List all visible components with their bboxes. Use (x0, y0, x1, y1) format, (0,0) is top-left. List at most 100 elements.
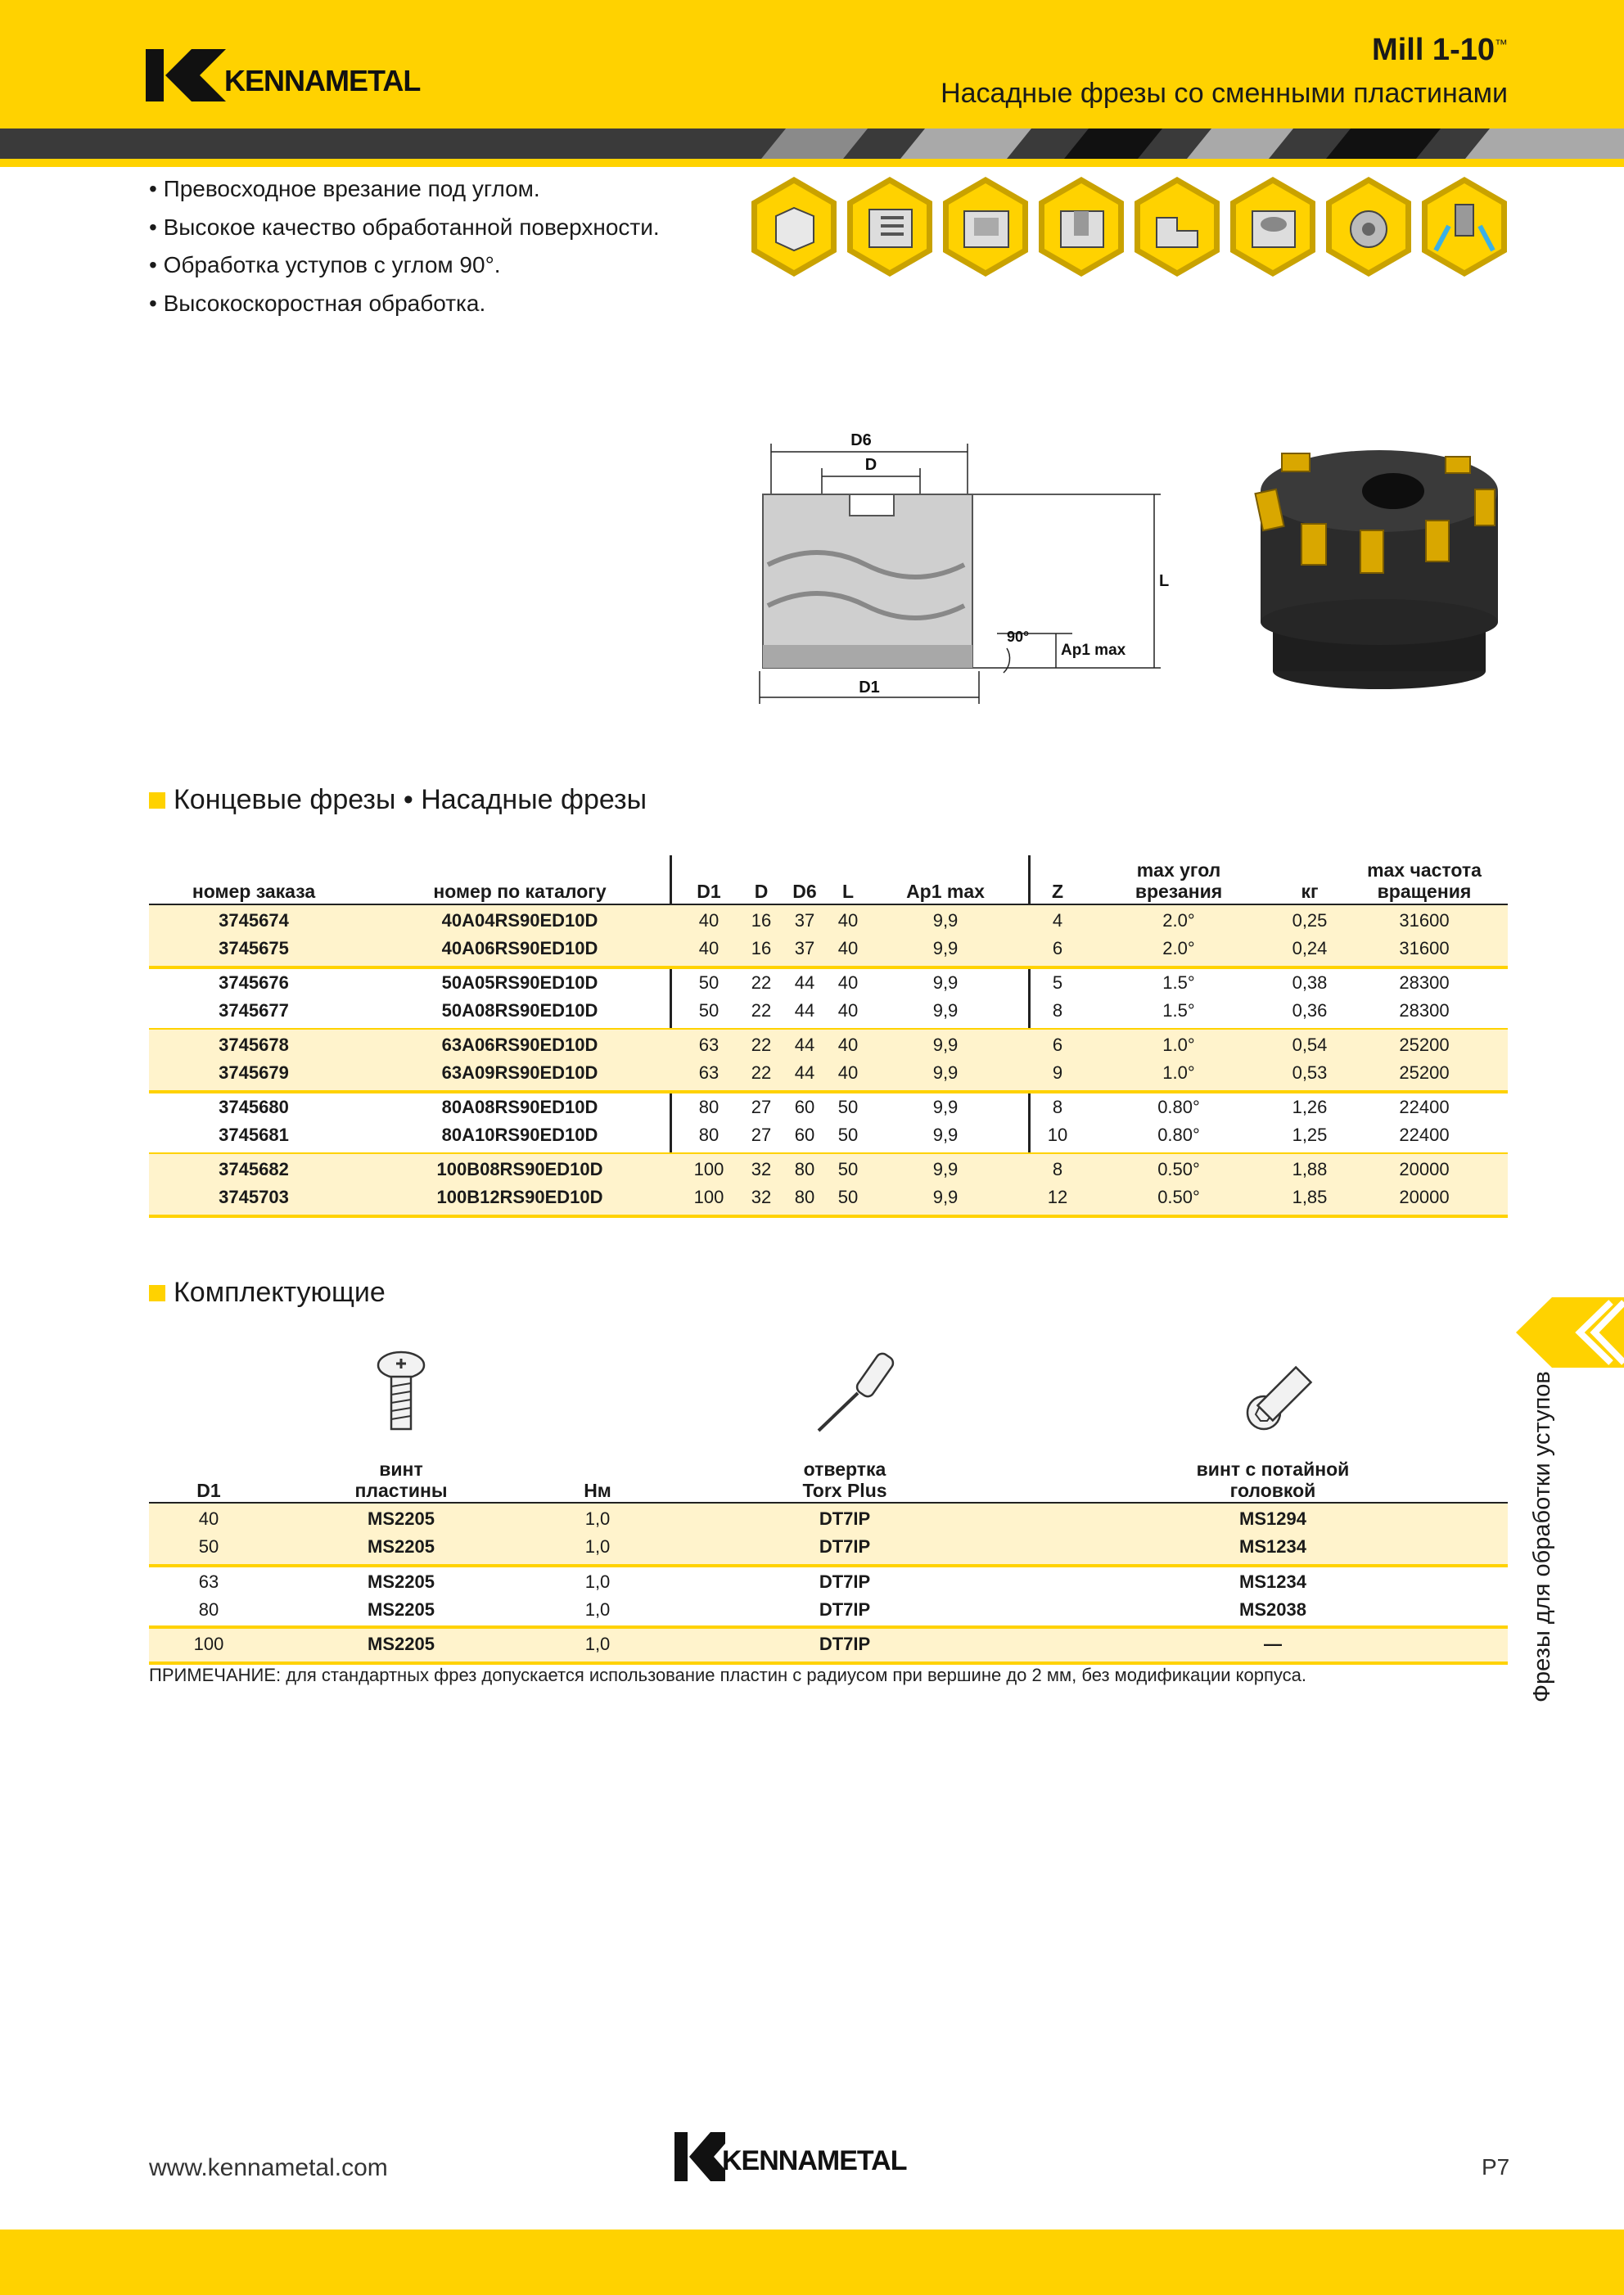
table-cell: 0,24 (1292, 938, 1328, 958)
face-milling-icon (751, 177, 837, 277)
acc-table-cell: 80 (198, 1599, 219, 1620)
header-bar (0, 0, 1624, 129)
acc-table-cell: MS1234 (1239, 1571, 1306, 1592)
acc-table-header-rule (149, 1502, 1508, 1504)
table-cell: 22 (751, 972, 772, 993)
table-cell: 1.0° (1162, 1062, 1195, 1083)
table-cell: 50 (837, 1125, 859, 1145)
table-cell: 9,9 (932, 972, 959, 993)
col-ramp-line1: max угол (1136, 859, 1221, 881)
table-cell: 80 (794, 1187, 815, 1207)
section-marker (149, 1284, 165, 1301)
table-cell: 40 (837, 1062, 859, 1083)
col-z: Z (1051, 881, 1064, 902)
table-cell: 22400 (1399, 1097, 1450, 1117)
footer-bar (0, 2230, 1624, 2295)
page-number: P7 (1482, 2154, 1510, 2180)
helical-interpolation-icon (847, 177, 932, 277)
stripe-pattern (761, 129, 1624, 159)
table-cell: 100B08RS90ED10D (436, 1159, 603, 1179)
acc-table-cell: DT7IP (819, 1571, 871, 1592)
technical-drawing: D6 D L 90° Ap1 max D1 (751, 426, 1177, 708)
col-kg: кг (1301, 881, 1319, 902)
table-cell: 3745682 (219, 1159, 289, 1179)
feature-bullet-2: • Высокое качество обработанной поверхно… (149, 214, 660, 240)
col-ramp-line2: врезания (1135, 881, 1223, 902)
acc-table-cell: MS2038 (1239, 1599, 1306, 1620)
table-cell: 40 (837, 1035, 859, 1055)
table-row-band (149, 905, 1508, 966)
table-cell: 80 (698, 1125, 720, 1145)
application-icons (751, 177, 1513, 281)
acc-group-rule (149, 1564, 1508, 1567)
table-cell: 22 (751, 1062, 772, 1083)
col-rpm-line1: max частота (1367, 859, 1482, 881)
table-cell: 6 (1052, 938, 1063, 958)
table-cell: 20000 (1399, 1187, 1450, 1207)
cap-screw-icon (1241, 1349, 1333, 1438)
section-title-accessories: Комплектующие (149, 1277, 386, 1309)
table-cell: 1.5° (1162, 1000, 1195, 1021)
brand-logo[interactable]: KENNAMETAL (146, 49, 421, 106)
table-cell: 80A10RS90ED10D (441, 1125, 598, 1145)
table-cell: 40A04RS90ED10D (441, 910, 598, 931)
table-cell: 40 (837, 1000, 859, 1021)
table-cell: 0,53 (1292, 1062, 1328, 1083)
table-cell: 16 (751, 910, 772, 931)
table-cell: 3745674 (219, 910, 289, 931)
table-cell: 2.0° (1162, 910, 1195, 931)
table-cell: 9,9 (932, 910, 959, 931)
drawing-label-d1: D1 (859, 679, 880, 697)
side-tab[interactable] (1516, 1297, 1624, 1368)
ramping-icon (1230, 177, 1315, 277)
table-cell: 0.80° (1157, 1125, 1200, 1145)
table-cell: 3745675 (219, 938, 289, 958)
table-cell: 63 (698, 1062, 720, 1083)
table-cell: 8 (1052, 1097, 1063, 1117)
acc-table-cell: MS2205 (368, 1571, 435, 1592)
col-catalog: номер по каталогу (433, 881, 607, 902)
acc-table-cell: MS2205 (368, 1634, 435, 1654)
table-cell: 32 (751, 1187, 772, 1207)
table-cell: 44 (794, 1035, 815, 1055)
table-cell: 20000 (1399, 1159, 1450, 1179)
table-cell: 1,85 (1292, 1187, 1328, 1207)
section-title-text: Комплектующие (174, 1277, 386, 1308)
table-header-rule (149, 904, 1508, 906)
table-cell: 32 (751, 1159, 772, 1179)
table-cell: 50 (698, 972, 720, 993)
table-cell: 4 (1052, 910, 1063, 931)
table-cell: 27 (751, 1125, 772, 1145)
page-subtitle: Насадные фрезы со сменными пластинами (941, 78, 1508, 109)
acc-table-cell: 1,0 (584, 1599, 611, 1620)
product-photo (1244, 434, 1514, 700)
brand-name: KENNAMETAL (224, 64, 421, 97)
acc-col-driver-line1: отвертка (803, 1459, 886, 1480)
footer-url[interactable]: www.kennametal.com (149, 2154, 388, 2181)
table-cell: 0.50° (1157, 1187, 1200, 1207)
drawing-label-angle: 90° (1007, 629, 1029, 645)
table-cell: 44 (794, 972, 815, 993)
table-cell: 9,9 (932, 1125, 959, 1145)
table-cell: 63 (698, 1035, 720, 1055)
slotting-icon (1039, 177, 1124, 277)
table-cell: 3745703 (219, 1187, 289, 1207)
table-cell: 1,88 (1292, 1159, 1328, 1179)
table-cell: 3745679 (219, 1062, 289, 1083)
section-title-text: Концевые фрезы • Насадные фрезы (174, 784, 647, 815)
table-cell: 8 (1052, 1159, 1063, 1179)
footer-logo[interactable]: KENNAMETAL (674, 2132, 907, 2185)
section-title-cutters: Концевые фрезы • Насадные фрезы (149, 784, 647, 816)
table-row-band (149, 1154, 1508, 1215)
col-d6: D6 (792, 881, 817, 902)
acc-row-band (149, 1504, 1508, 1564)
table-cell: 50 (837, 1097, 859, 1117)
